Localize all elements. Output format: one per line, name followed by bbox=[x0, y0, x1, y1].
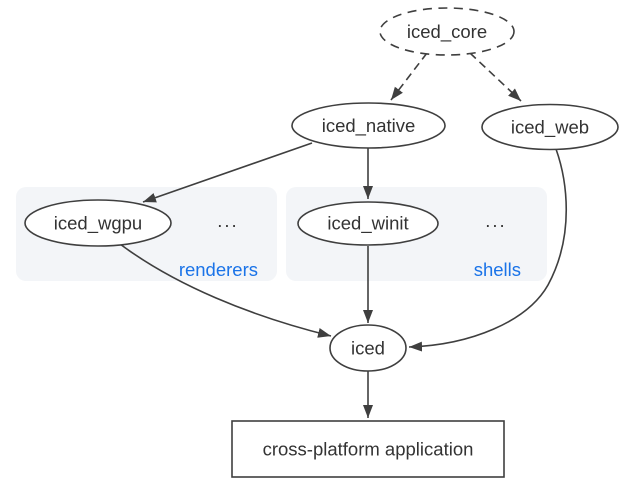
edge-iced-core-to-iced-native bbox=[390, 52, 428, 101]
node-iced-label: iced bbox=[351, 338, 385, 359]
node-iced-native bbox=[291, 102, 446, 149]
node-iced-winit bbox=[297, 201, 439, 246]
edge-iced-web-to-iced bbox=[408, 148, 567, 352]
edge-iced-native-to-iced-wgpu bbox=[142, 142, 313, 203]
node-iced-web bbox=[481, 103, 619, 151]
edge-iced-wgpu-to-iced bbox=[119, 243, 332, 338]
group-shells-label: shells bbox=[474, 259, 521, 280]
node-iced bbox=[329, 324, 407, 372]
node-iced-web-label: iced_web bbox=[511, 117, 589, 139]
node-iced-native-label: iced_native bbox=[322, 115, 416, 137]
node-iced-core-label: iced_core bbox=[407, 21, 487, 43]
node-application bbox=[231, 420, 505, 478]
group-renderers-label: renderers bbox=[179, 259, 258, 280]
node-iced-core bbox=[379, 7, 515, 56]
node-iced-winit-label: iced_winit bbox=[327, 213, 408, 235]
node-application-label: cross-platform application bbox=[263, 439, 474, 460]
node-iced-wgpu bbox=[24, 199, 172, 247]
edge-iced-core-to-iced-web bbox=[469, 52, 522, 102]
node-iced-wgpu-label: iced_wgpu bbox=[54, 213, 142, 235]
group-shells-ellipsis: ... bbox=[485, 210, 506, 231]
group-renderers-ellipsis: ... bbox=[217, 210, 238, 231]
